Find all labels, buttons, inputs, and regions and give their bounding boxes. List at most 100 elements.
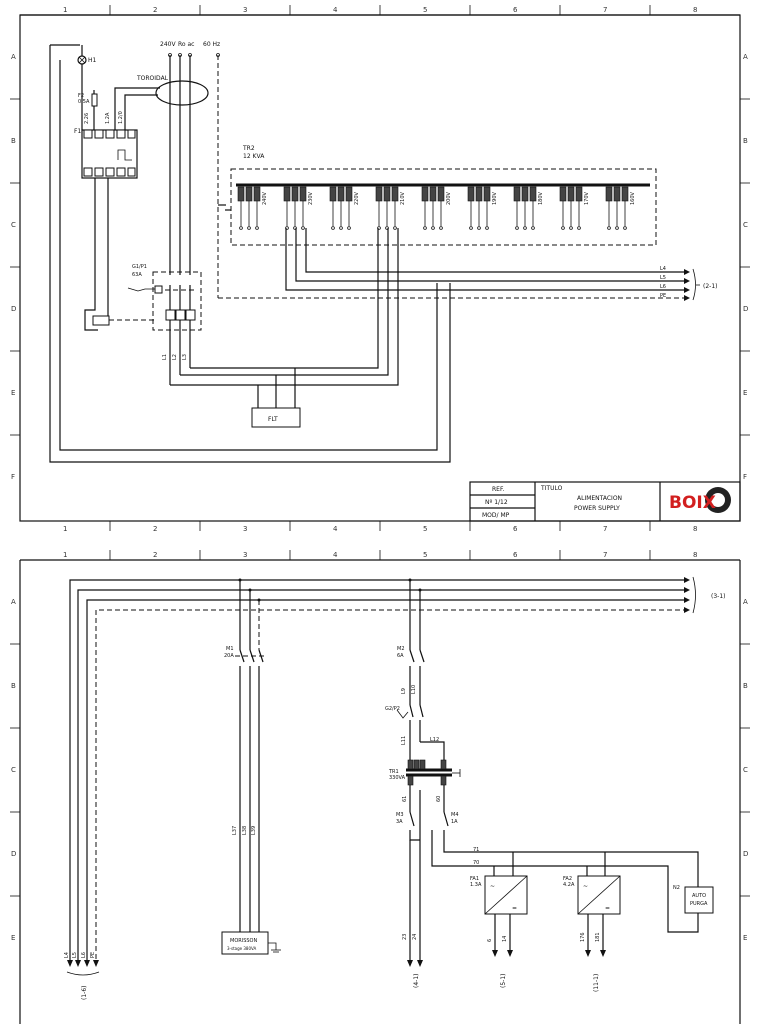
wire-l9: L9 — [401, 688, 407, 694]
phase-l1: L1 — [162, 354, 168, 360]
title-es: ALIMENTACION — [577, 495, 622, 502]
grid-row-label: C — [743, 221, 748, 229]
grid-col-label: 8 — [693, 525, 697, 533]
grid-col-label: 1 — [63, 551, 67, 559]
supply-voltage: 240V — [160, 41, 176, 48]
toroidal-label: TOROIDAL — [136, 75, 169, 82]
grid-col-label: 4 — [333, 551, 338, 559]
fa1-rating: 1.3A — [470, 882, 482, 888]
tr2-tap-label: 220V — [354, 191, 360, 205]
left-line-pe: PE — [90, 952, 96, 958]
tr2-tap-label: 230V — [308, 191, 314, 205]
m1-breaker — [235, 578, 265, 932]
g1p1-label: G1/P1 — [132, 264, 147, 270]
wire-60: 60 — [436, 796, 442, 802]
grid-col-label: 8 — [693, 551, 697, 559]
f2-rating: 0.5A — [78, 99, 90, 105]
m1-label: M1 — [226, 646, 234, 652]
ref-1-6: (1-6) — [81, 986, 88, 1000]
svg-text:=: = — [512, 905, 517, 912]
tr2-box — [230, 168, 657, 246]
grid-row-label: E — [11, 934, 15, 942]
m2-label: M2 — [397, 646, 405, 652]
grid-col-label: 7 — [603, 551, 607, 559]
grid-col-label: 3 — [243, 525, 247, 533]
tr2-tap-label: 170V — [584, 191, 590, 205]
grid-col-label: 5 — [423, 551, 427, 559]
tr2-tap-label: 210V — [400, 191, 406, 205]
out-line-l6: L6 — [660, 284, 666, 290]
tr1-transformer — [406, 759, 461, 786]
grid-row-label: A — [743, 598, 748, 606]
wire-l39: L39 — [251, 826, 257, 835]
grid-row-label: A — [743, 53, 748, 61]
aux-contact — [92, 315, 110, 326]
fa1-supply: ~ = — [484, 852, 528, 957]
ref-11-1: (11-1) — [593, 974, 600, 992]
grid-row-label: B — [11, 682, 16, 690]
title-block — [469, 481, 741, 522]
fa2-wire-176: 176 — [580, 932, 586, 942]
sheet2-in-ref: (3-1) — [711, 593, 725, 600]
grid-row-label: C — [11, 221, 16, 229]
f1-breaker — [81, 129, 138, 179]
n2-label: N2 — [673, 885, 680, 891]
grid-col-label: 5 — [423, 6, 427, 14]
f2-label: F2 — [78, 93, 84, 99]
grid-row-label: F — [11, 473, 15, 481]
grid-col-label: 6 — [513, 6, 518, 14]
grid-col-label: 6 — [513, 551, 518, 559]
grid-row-label: B — [743, 137, 748, 145]
supply-phases: Ro ac — [178, 41, 194, 48]
g1p1-box — [152, 271, 202, 331]
m1-rating: 20A — [224, 653, 234, 659]
ref-5-1: (5-1) — [500, 974, 507, 988]
wire-l38: L38 — [242, 826, 248, 835]
autopurga-line1: AUTO — [692, 893, 706, 899]
out-line-l5: L5 — [660, 275, 666, 281]
grid-col-label: 2 — [153, 525, 157, 533]
left-line-l4: L4 — [64, 952, 70, 958]
autopurga-box — [684, 886, 714, 914]
m4-label: M4 — [451, 812, 459, 818]
h1-lamp — [50, 44, 87, 130]
fa1-label: FA1 — [470, 876, 479, 882]
tr2-label: TR2 — [242, 145, 255, 152]
title-number: Nº 1/12 — [485, 499, 508, 506]
grid-row-label: E — [11, 389, 15, 397]
grid-col-label: 6 — [513, 525, 518, 533]
g2p2-label: G2/P2 — [385, 706, 400, 712]
grid-row-label: A — [11, 53, 16, 61]
h1-label: H1 — [88, 57, 97, 64]
ref-4-1: (4-1) — [413, 974, 420, 988]
tr2-tap-label: 160V — [630, 191, 636, 205]
grid-row-label: C — [743, 766, 748, 774]
grid-row-label: F — [743, 473, 747, 481]
autopurga-line2: PURGA — [690, 901, 708, 907]
fa1-wire-6: 6 — [487, 939, 493, 942]
fa2-supply: ~ = — [577, 852, 621, 957]
grid-row-label: A — [11, 598, 16, 606]
f1-label: F1 — [74, 128, 81, 135]
morisson-sub: 3-stage 380VA — [227, 946, 256, 951]
supply-frequency: 60 Hz — [203, 41, 220, 48]
tr2-tap-label: 180V — [538, 191, 544, 205]
grid-col-label: 8 — [693, 6, 697, 14]
phase-l3: L3 — [182, 354, 188, 360]
tr1-rating: 330VA — [389, 775, 406, 781]
wire-61: 61 — [402, 796, 408, 802]
out-line-l4: L4 — [660, 266, 666, 272]
sheet1-frame — [19, 14, 741, 522]
g1p1-switch — [127, 285, 196, 321]
fa2-rating: 4.2A — [563, 882, 575, 888]
title-en: POWER SUPPLY — [574, 505, 620, 512]
fa2-wire-181: 181 — [595, 932, 601, 942]
grid-col-label: 3 — [243, 6, 247, 14]
m4-rating: 1A — [451, 819, 458, 825]
grid-col-label: 7 — [603, 525, 607, 533]
grid-col-label: 1 — [63, 6, 67, 14]
left-line-l5: L5 — [72, 952, 78, 958]
wire-label-b: 1.2/0 — [118, 111, 124, 124]
grid-row-label: D — [743, 305, 748, 313]
